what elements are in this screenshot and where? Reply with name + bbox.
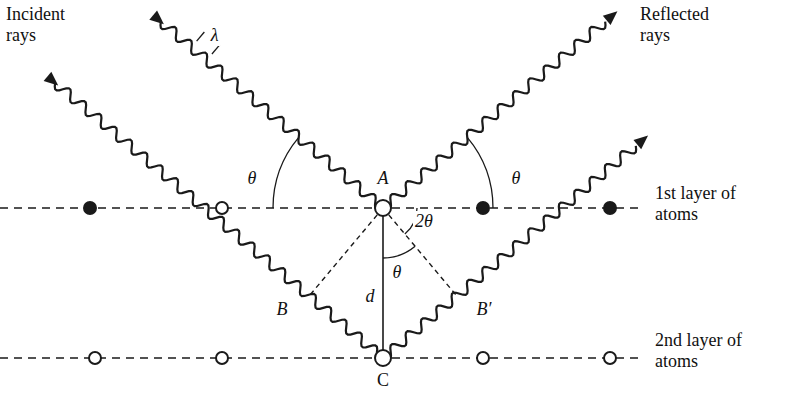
arrow-head <box>149 11 164 25</box>
diagram-label: B′ <box>475 299 494 320</box>
atom <box>84 202 96 214</box>
spacing-line <box>382 208 384 358</box>
diagram-label: Reflected rays <box>640 4 740 45</box>
angle-arc <box>273 137 299 208</box>
diagram-label: B <box>275 299 290 320</box>
diagram-label: θ <box>391 262 404 283</box>
angle-arc <box>383 246 415 258</box>
atom <box>477 202 489 214</box>
diagram-label: θ <box>510 168 523 189</box>
x-ray-wave <box>383 146 636 359</box>
angle-arc <box>467 137 493 208</box>
arrow-head <box>633 136 648 150</box>
atom <box>477 352 489 364</box>
diagram-label: 2θ <box>413 211 435 232</box>
atom <box>604 202 616 214</box>
atom <box>216 352 228 364</box>
perpendicular-line <box>309 208 383 296</box>
diagram-label: θ <box>246 168 259 189</box>
atom <box>375 200 391 216</box>
arrow-head <box>603 11 618 25</box>
diagram-label: 2nd layer of atoms <box>655 330 775 371</box>
x-ray-wave <box>55 83 381 360</box>
wavelength-tick <box>212 45 220 54</box>
atom <box>89 352 101 364</box>
wavelength-tick <box>197 32 205 41</box>
diagram-label: 1st layer of atoms <box>655 183 775 224</box>
atom <box>216 202 228 214</box>
perpendicular-line <box>383 208 457 296</box>
arrow-head <box>44 72 59 86</box>
diagram-label: C <box>375 370 391 391</box>
x-ray-wave <box>383 22 606 209</box>
atom <box>375 350 391 366</box>
diagram-label: A <box>376 168 391 189</box>
atom <box>604 352 616 364</box>
diagram-label: λ <box>209 25 221 46</box>
diagram-label: Incident rays <box>6 4 96 45</box>
x-ray-wave <box>160 22 383 209</box>
diagram-label: d <box>364 286 377 307</box>
